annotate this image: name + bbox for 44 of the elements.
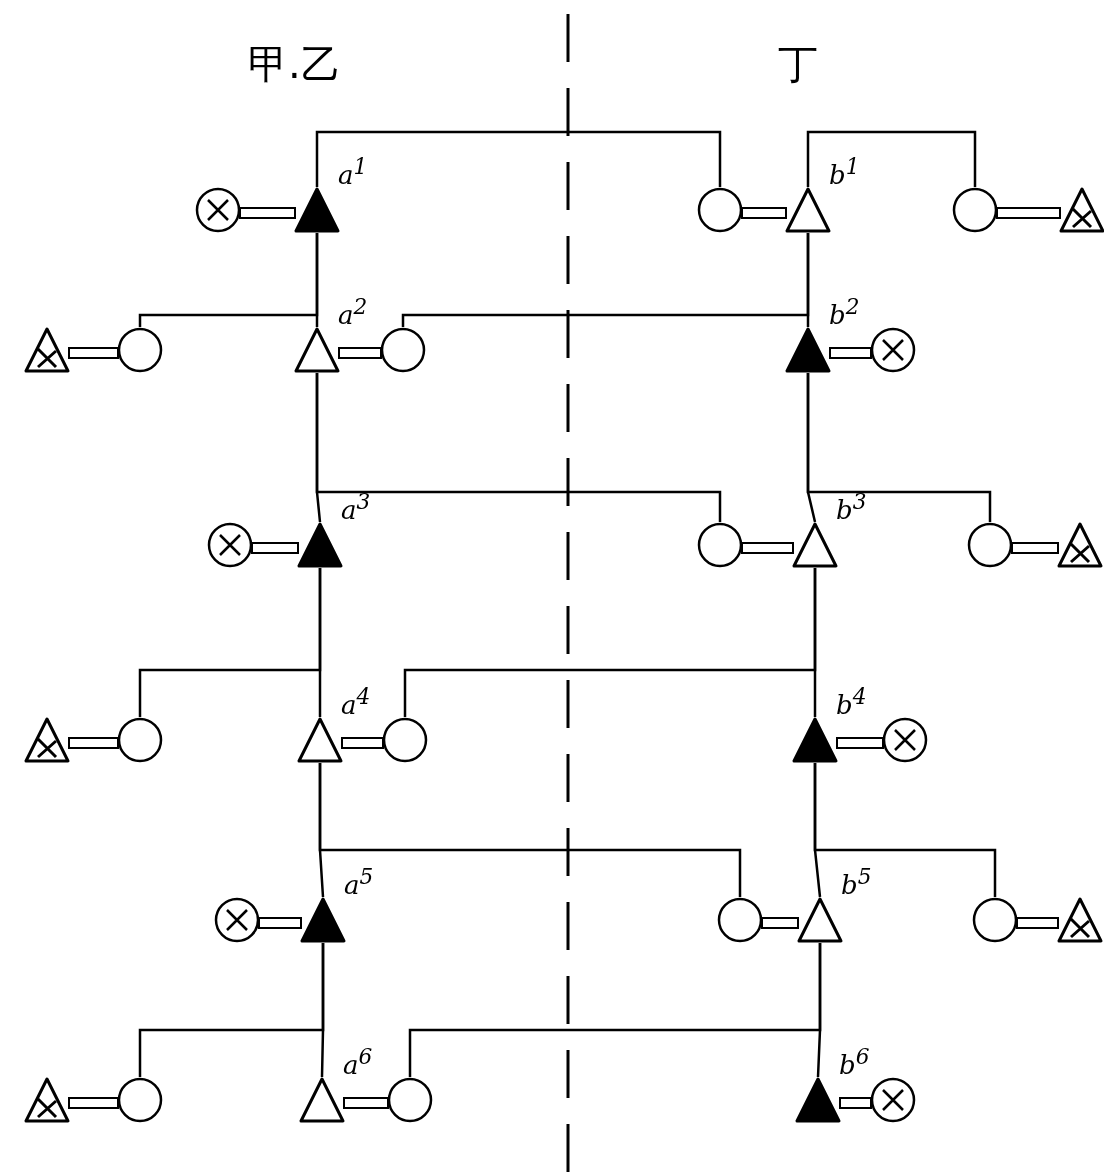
- kinship-line: [318, 763, 742, 897]
- generation-label: a$^{5}$: [344, 863, 374, 899]
- kinship-line: [315, 233, 319, 327]
- kinship-line: [315, 373, 722, 522]
- generation-label: b$^{3}$: [836, 488, 867, 524]
- kinship-line: [315, 130, 722, 187]
- kinship-line: [813, 568, 817, 717]
- kinship-line: [816, 943, 822, 1078]
- kinship-line: [320, 943, 325, 1078]
- kinship-line: [806, 373, 992, 522]
- kinship-line: [341, 737, 384, 749]
- kinship-line: [741, 207, 787, 219]
- kinship-line: [996, 207, 1061, 219]
- column-heading: 甲.乙: [248, 42, 341, 86]
- generation-label: b$^{1}$: [829, 153, 860, 189]
- kinship-line: [741, 542, 794, 554]
- kinship-line: [813, 763, 997, 897]
- kinship-line: [1011, 542, 1059, 554]
- kinship-line: [68, 737, 119, 749]
- generation-label: a$^{1}$: [338, 153, 368, 189]
- generation-label: b$^{5}$: [841, 863, 872, 899]
- kinship-line: [836, 737, 884, 749]
- kinship-line: [338, 347, 382, 359]
- generation-label: b$^{2}$: [829, 293, 860, 329]
- kinship-line: [68, 1097, 119, 1109]
- kinship-line: [806, 130, 977, 187]
- kinship-line: [251, 542, 299, 554]
- kinship-line: [68, 347, 119, 359]
- kinship-line: [258, 917, 302, 929]
- column-heading: 丁: [778, 42, 818, 86]
- kinship-line: [839, 1097, 872, 1109]
- kinship-line: [829, 347, 872, 359]
- kinship-line: [806, 233, 810, 327]
- kinship-line: [318, 568, 322, 717]
- generation-label: b$^{4}$: [836, 683, 867, 719]
- kinship-line: [1016, 917, 1059, 929]
- generation-label: a$^{2}$: [338, 293, 368, 329]
- generation-label: a$^{3}$: [341, 488, 371, 524]
- kinship-line: [343, 1097, 389, 1109]
- kinship-line: [239, 207, 296, 219]
- generation-label: a$^{6}$: [343, 1043, 373, 1079]
- generation-label: a$^{4}$: [341, 683, 371, 719]
- kinship-line: [761, 917, 799, 929]
- generation-label: b$^{6}$: [839, 1043, 870, 1079]
